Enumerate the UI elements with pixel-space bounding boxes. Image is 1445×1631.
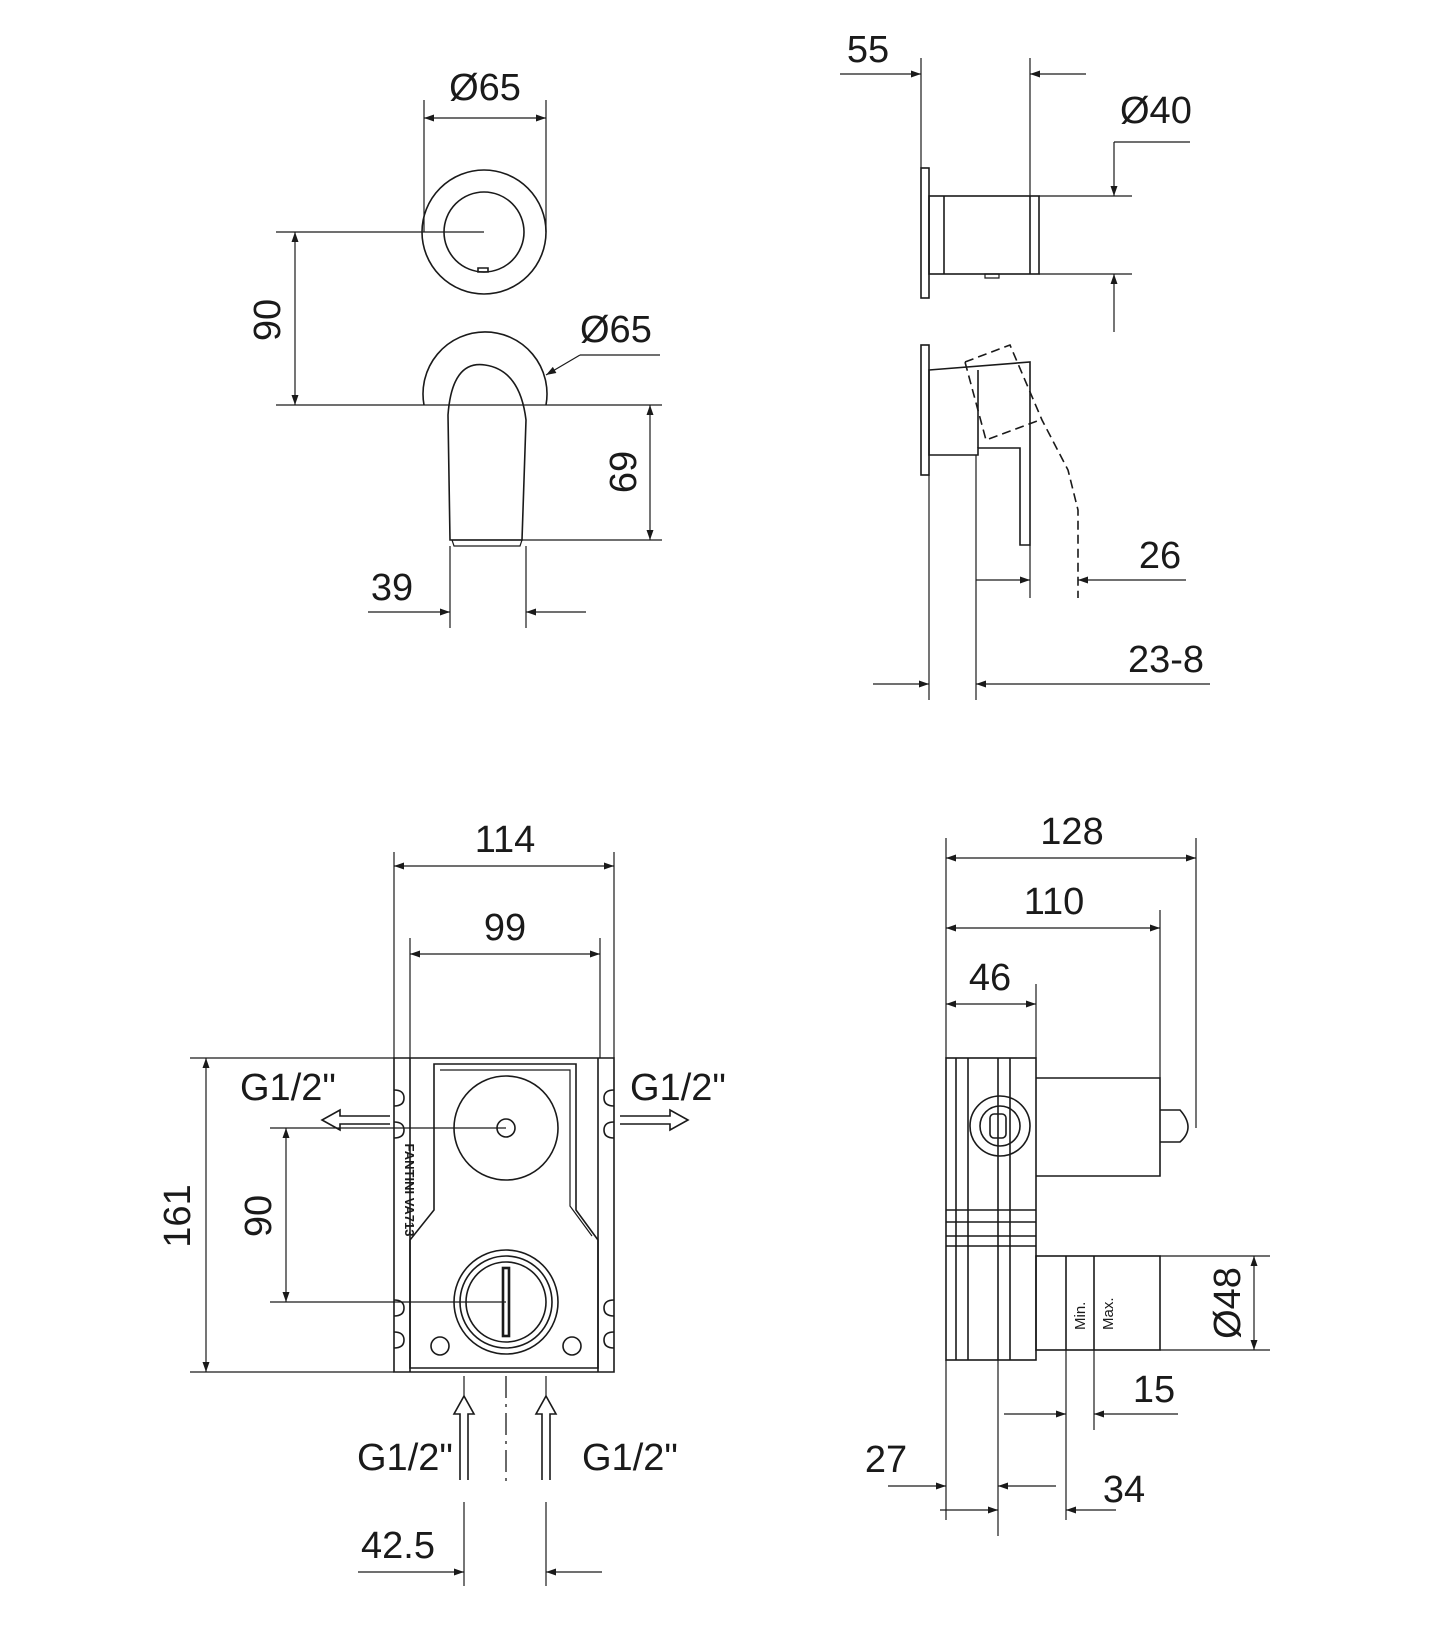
label-min: Min. [1072, 1302, 1089, 1330]
dim-side-depth-body: 46 [969, 957, 1011, 999]
dim-side-wall-offset: 27 [865, 1439, 907, 1481]
dim-box-centre: 90 [238, 1195, 280, 1237]
dim-front-centre: 90 [247, 299, 289, 341]
dim-front-handle-height: 69 [603, 451, 645, 493]
dim-inlet-spacing: 42.5 [361, 1525, 435, 1567]
outlet-arrow-left [320, 1108, 390, 1132]
label-outlet-right: G1/2" [630, 1067, 726, 1109]
dim-side-projection: 55 [847, 29, 889, 71]
inlet-arrow-right [534, 1394, 558, 1480]
dim-front-handle-rosette: Ø65 [580, 309, 652, 351]
dim-box-height: 161 [157, 1184, 199, 1247]
knob-notch [477, 267, 489, 273]
label-inlet-right: G1/2" [582, 1437, 678, 1479]
dim-side-wall-range: 23-8 [1128, 639, 1204, 681]
label-inlet-left: G1/2" [357, 1437, 453, 1479]
dim-side-cartridge: Ø48 [1207, 1267, 1249, 1339]
dim-side-knob: Ø40 [1120, 90, 1192, 132]
inlet-arrow-left [452, 1394, 476, 1480]
label-outlet-left: G1/2" [240, 1067, 336, 1109]
dim-side-min-max: 15 [1133, 1369, 1175, 1411]
dim-side-handle-offset: 26 [1139, 535, 1181, 577]
side-view-top: 55 Ø40 26 23-8 [840, 29, 1210, 700]
front-view-top: Ø65 90 Ø65 69 39 [247, 67, 662, 628]
box-outer [393, 1057, 615, 1373]
dim-side-depth-offset: 34 [1103, 1469, 1145, 1511]
box-brand-text: FANTINI VA713 [402, 1144, 417, 1237]
handle-rosette [422, 331, 548, 406]
side-box-body [945, 1057, 1037, 1361]
dim-front-handle-width: 39 [371, 567, 413, 609]
side-outlet-fitting [969, 1095, 1031, 1157]
side-wall-plate [920, 167, 930, 299]
side-cartridge [1035, 1255, 1161, 1351]
side-handle-lever [928, 361, 1031, 546]
box-inner-plate [409, 1063, 599, 1369]
handle-lever [447, 363, 527, 541]
front-view-bottom: FANTINI VA713 114 99 161 90 G1/2" G1/2" [157, 819, 726, 1586]
side-handle-plate [920, 344, 930, 476]
dim-side-depth-total: 128 [1040, 811, 1103, 853]
dim-box-width-outer: 114 [475, 819, 536, 861]
outlet-arrow-right [620, 1108, 690, 1132]
dim-side-depth-mid: 110 [1024, 881, 1085, 923]
dim-front-rosette: Ø65 [449, 67, 521, 109]
side-view-bottom: Min. Max. 128 110 46 Ø48 15 27 3 [865, 811, 1270, 1536]
label-max: Max. [1100, 1297, 1117, 1330]
side-knob-body [928, 195, 1040, 275]
dim-box-width-inner: 99 [484, 907, 526, 949]
